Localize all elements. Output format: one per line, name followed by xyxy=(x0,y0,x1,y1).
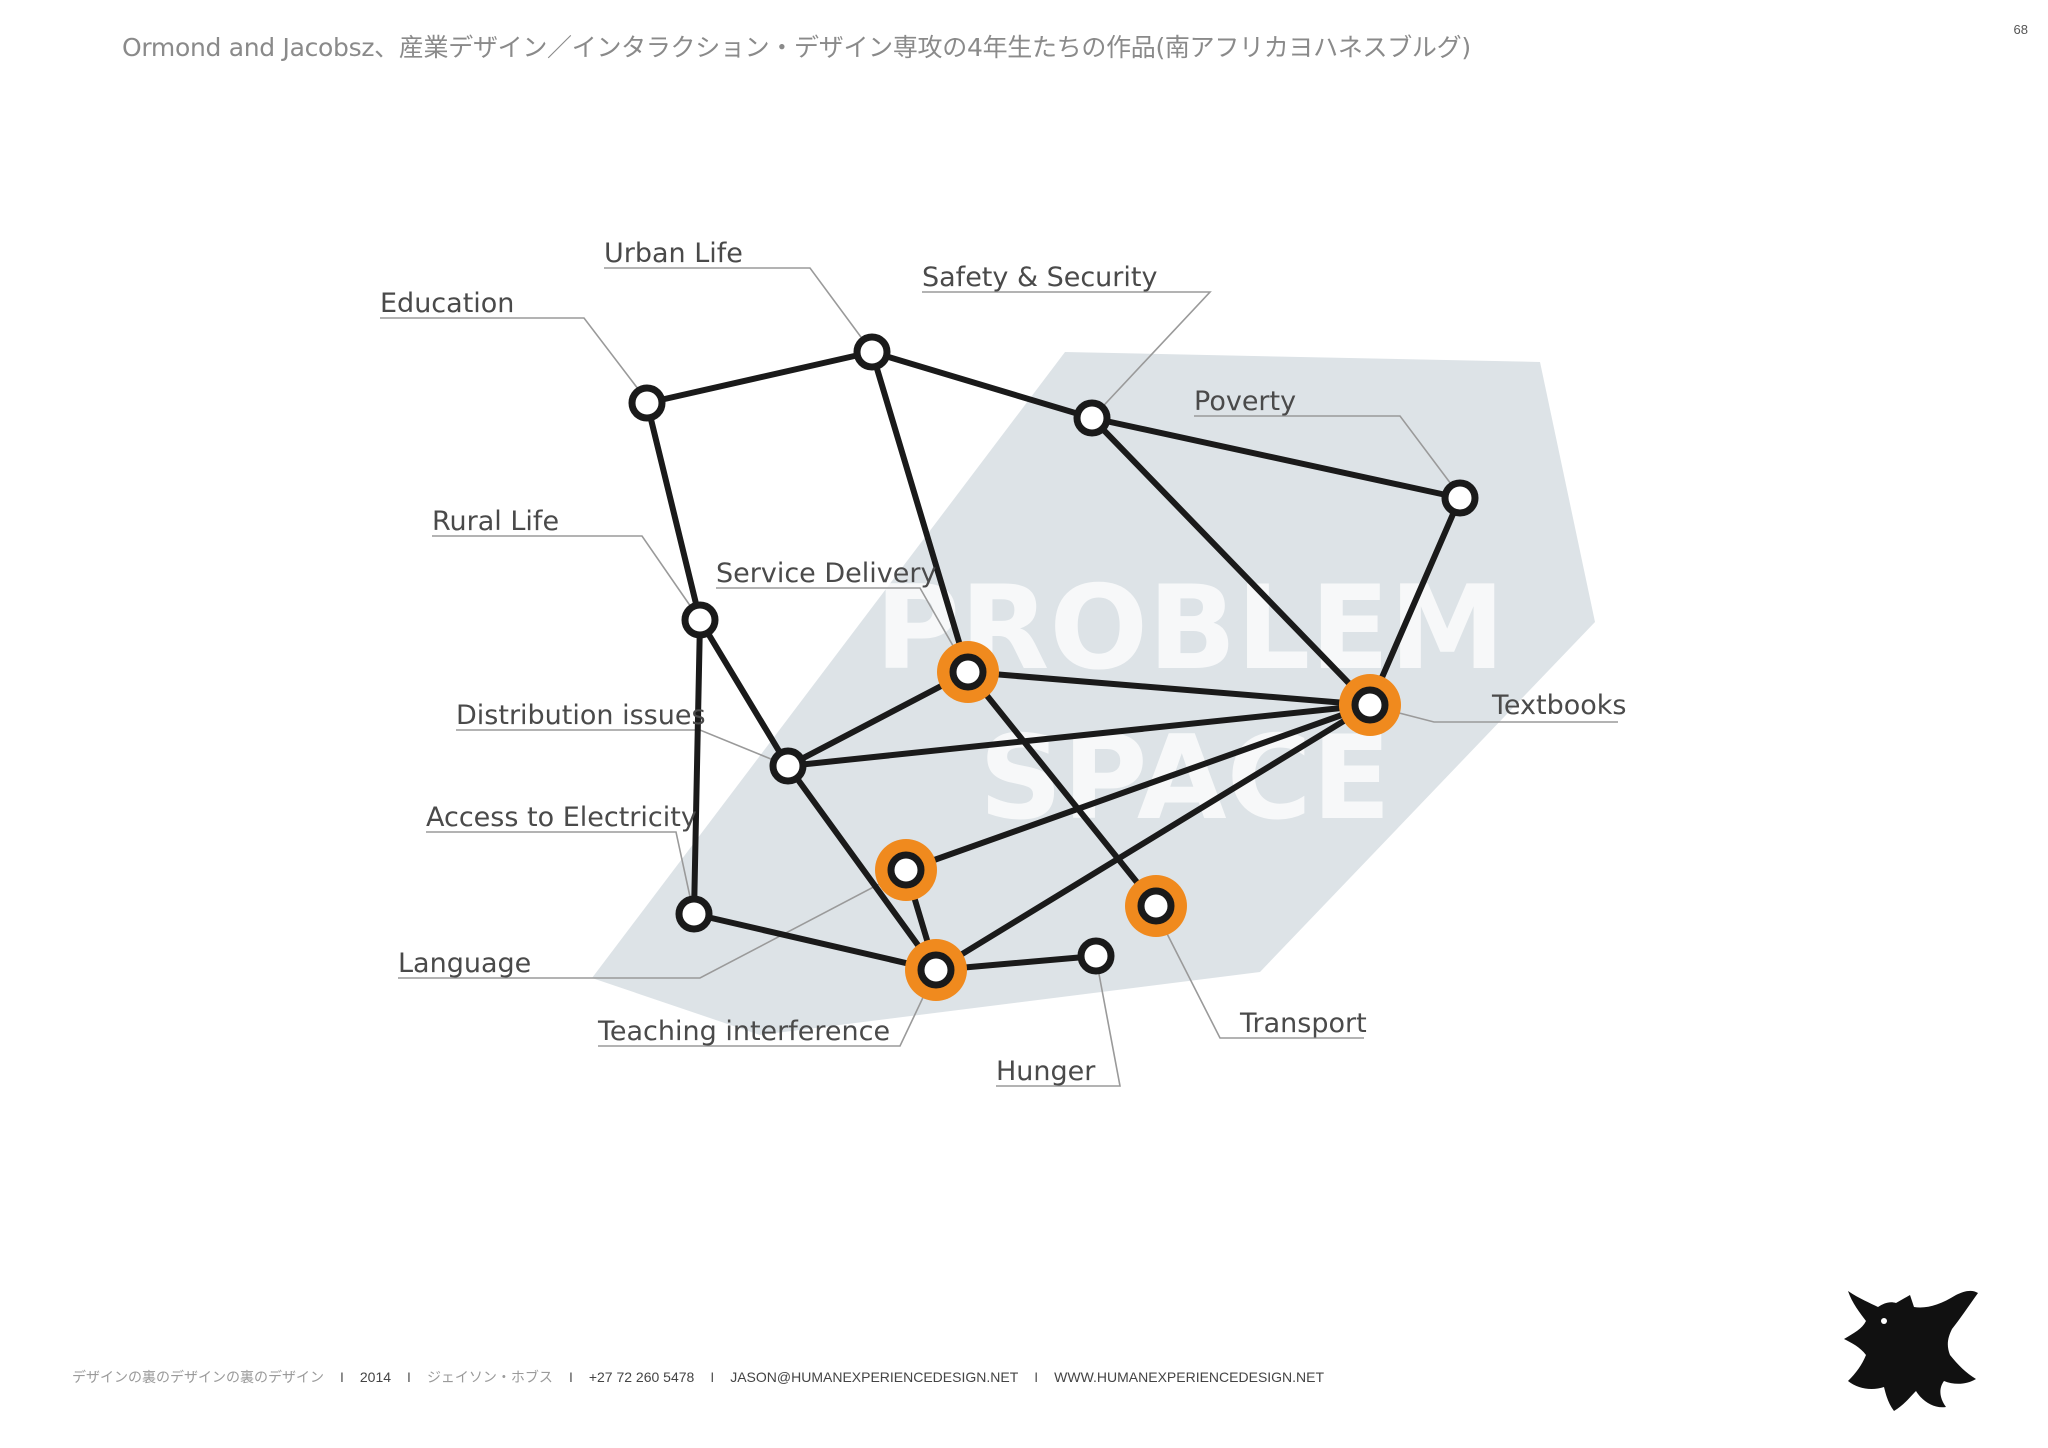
edge-language-teaching xyxy=(691,911,939,973)
edge-education-urban xyxy=(644,349,875,406)
problem-space-region xyxy=(592,352,1595,1035)
label-textbooks: Textbooks xyxy=(1491,690,1627,721)
leader-education xyxy=(380,317,649,403)
edge-rural-distribution xyxy=(697,617,791,769)
label-hunger: Hunger xyxy=(996,1056,1096,1087)
leader-language xyxy=(398,869,907,979)
node-poverty xyxy=(1441,479,1479,517)
edge-service-transport xyxy=(965,669,1159,909)
node-access-electricity xyxy=(887,851,925,889)
node-urban-life xyxy=(853,333,891,371)
node-service-delivery xyxy=(949,653,987,691)
leader-poverty xyxy=(1194,415,1461,497)
node-textbooks xyxy=(1351,686,1389,724)
footer-year: 2014 xyxy=(359,1369,392,1385)
edge-service-distribution xyxy=(785,669,971,769)
node-education xyxy=(628,384,666,422)
footer-separator: I xyxy=(568,1369,573,1385)
footer-email-link[interactable]: JASON@HUMANEXPERIENCEDESIGN.NET xyxy=(730,1369,1019,1385)
edge-service-textbooks xyxy=(965,669,1373,708)
label-education: Education xyxy=(380,288,514,319)
creature-logo-icon xyxy=(1844,1290,1978,1411)
node-transport xyxy=(1137,887,1175,925)
edge-teaching-textbooks xyxy=(933,702,1373,973)
node-hunger xyxy=(1077,937,1115,975)
label-urban-life: Urban Life xyxy=(604,238,743,269)
edge-urban-service xyxy=(869,349,971,675)
label-safety-security: Safety & Security xyxy=(922,262,1157,293)
label-poverty: Poverty xyxy=(1194,386,1296,417)
edge-urban-safety xyxy=(869,349,1095,421)
node-language xyxy=(675,895,713,933)
network-edges xyxy=(644,349,1463,973)
leader-service-delivery xyxy=(716,587,969,673)
edge-distribution-teaching xyxy=(785,763,939,973)
leader-rural-life xyxy=(432,535,701,621)
node-safety-security xyxy=(1073,399,1111,437)
footer-phone[interactable]: +27 72 260 5478 xyxy=(588,1369,695,1385)
edge-rural-language xyxy=(691,617,703,917)
edge-distribution-textbooks xyxy=(785,702,1373,769)
edge-education-rural xyxy=(644,400,703,623)
edge-safety-textbooks xyxy=(1089,415,1373,708)
label-language: Language xyxy=(398,948,531,979)
network-nodes xyxy=(628,333,1479,989)
node-distribution-issues xyxy=(769,747,807,785)
leader-safety-security xyxy=(922,291,1212,419)
leader-hunger xyxy=(996,957,1121,1087)
label-teaching-interference: Teaching interference xyxy=(597,1016,890,1047)
edge-poverty-textbooks xyxy=(1367,495,1463,708)
footer-separator: I xyxy=(407,1369,411,1385)
leader-distribution xyxy=(456,729,789,767)
page-number: 68 xyxy=(2013,22,2028,37)
footer-separator: I xyxy=(1034,1369,1039,1385)
label-transport: Transport xyxy=(1239,1008,1367,1039)
footer-website-link[interactable]: WWW.HUMANEXPERIENCEDESIGN.NET xyxy=(1054,1369,1325,1385)
leader-urban-life xyxy=(604,267,873,353)
label-rural-life: Rural Life xyxy=(432,506,559,537)
leader-transport xyxy=(1155,911,1364,1039)
label-distribution-issues: Distribution issues xyxy=(456,700,706,731)
page-title: Ormond and Jacobsz、産業デザイン／インタラクション・デザイン専… xyxy=(122,33,1471,62)
footer-book-title: デザインの裏のデザインの裏のデザイン xyxy=(72,1369,324,1385)
footer-author: ジェイソン・ホブス xyxy=(426,1369,553,1385)
node-labels: Education Urban Life Safety & Security P… xyxy=(380,238,1627,1087)
edge-electricity-textbooks xyxy=(903,702,1373,873)
footer-separator: I xyxy=(710,1369,715,1385)
leader-electricity xyxy=(426,831,693,907)
label-service-delivery: Service Delivery xyxy=(716,558,936,589)
node-teaching-interference xyxy=(917,951,955,989)
node-rural-life xyxy=(681,601,719,639)
label-access-electricity: Access to Electricity xyxy=(426,802,697,833)
edge-safety-poverty xyxy=(1089,415,1463,501)
footer-separator: I xyxy=(340,1369,344,1385)
footer: デザインの裏のデザインの裏のデザイン I 2014 I ジェイソン・ホブス I … xyxy=(72,1367,1324,1387)
